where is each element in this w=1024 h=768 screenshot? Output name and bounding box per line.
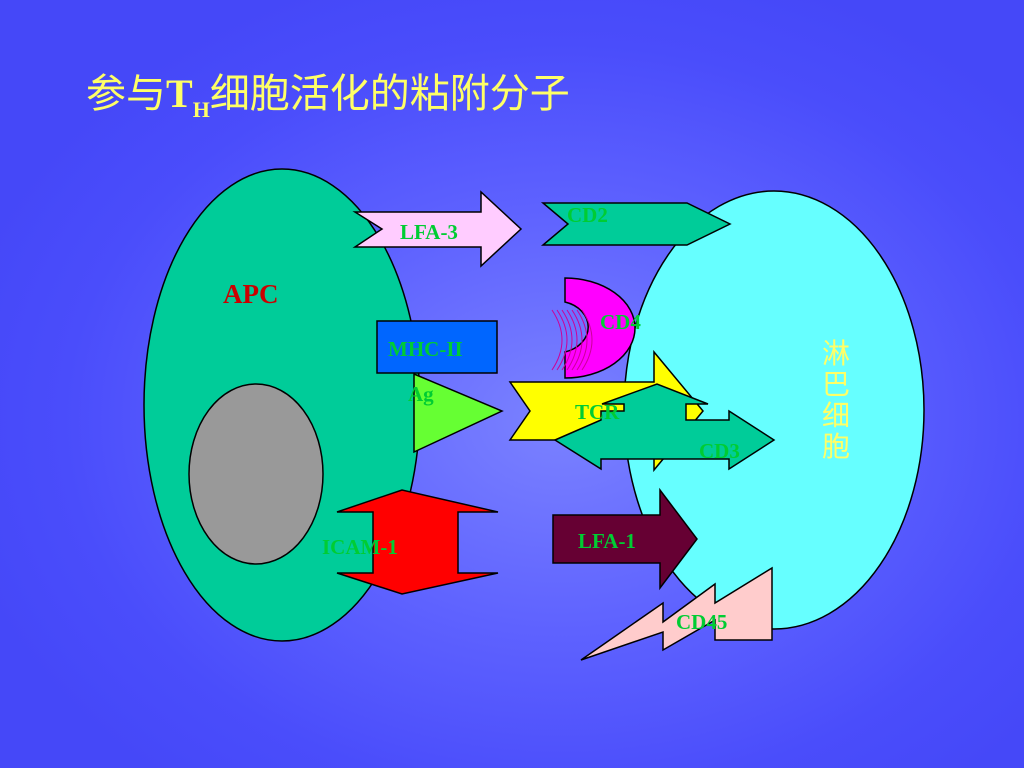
cd45-molecule bbox=[580, 566, 773, 661]
apc-nucleus bbox=[188, 383, 324, 565]
lfa3-label: LFA-3 bbox=[400, 220, 458, 244]
title-t: T bbox=[166, 71, 193, 116]
page-title: 参与TH细胞活化的粘附分子 bbox=[86, 64, 570, 140]
apc-label: APC bbox=[223, 279, 279, 309]
lfa3-molecule bbox=[352, 190, 523, 268]
ag-molecule bbox=[413, 372, 504, 454]
mhc2-label: MHC-II bbox=[388, 337, 463, 361]
cd4-molecule bbox=[564, 277, 636, 379]
tcr-label: TCR bbox=[575, 400, 620, 424]
ag-label: Ag bbox=[408, 382, 434, 406]
mhc2-molecule bbox=[376, 320, 498, 374]
title-subscript: H bbox=[192, 97, 210, 122]
cd4-hatch bbox=[551, 309, 593, 371]
cd3-label: CD3 bbox=[699, 439, 740, 463]
cd45-label: CD45 bbox=[676, 610, 727, 634]
lymphocyte-label: 淋巴细胞 bbox=[821, 337, 850, 463]
cd2-molecule bbox=[540, 202, 732, 246]
lfa1-label: LFA-1 bbox=[578, 529, 636, 553]
icam1-molecule bbox=[336, 489, 499, 595]
cd2-label: CD2 bbox=[567, 203, 608, 227]
icam1-label: ICAM-1 bbox=[322, 535, 398, 559]
lfa1-molecule bbox=[552, 487, 698, 591]
cd4-label: CD4 bbox=[600, 310, 641, 334]
title-suffix: 细胞活化的粘附分子 bbox=[209, 71, 570, 117]
cd3-molecule bbox=[553, 383, 776, 471]
title-prefix: 参与 bbox=[86, 71, 166, 117]
